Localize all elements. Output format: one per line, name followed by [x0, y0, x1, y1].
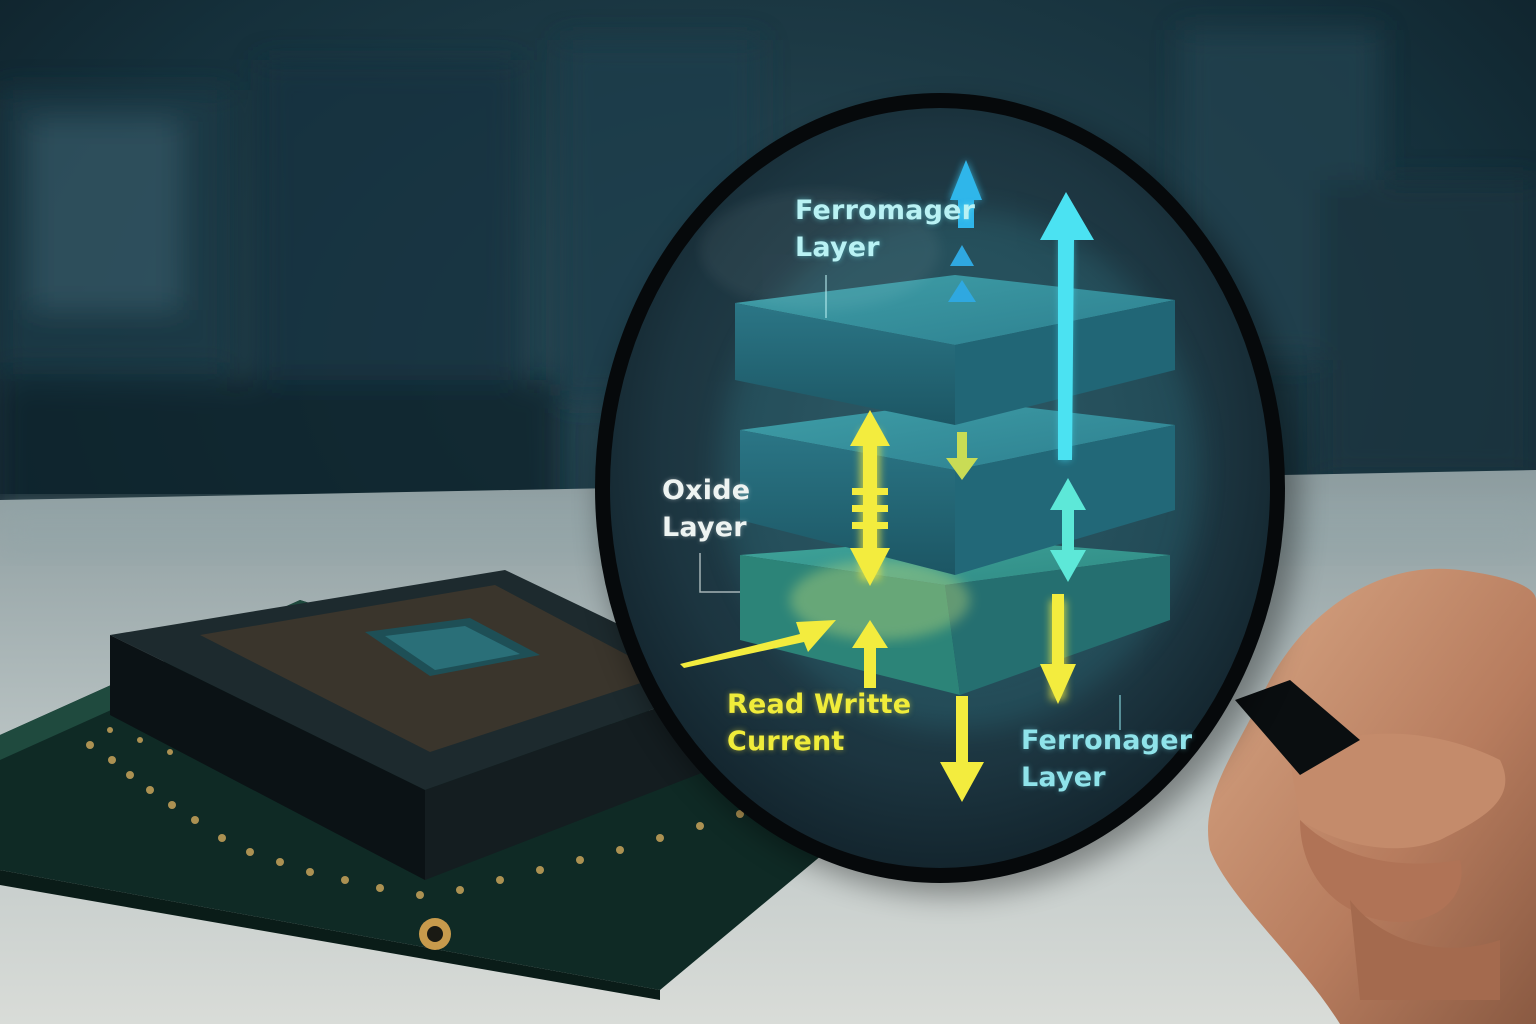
magnifier-handle — [1235, 680, 1360, 775]
label-top-line1: Ferromager — [795, 195, 976, 226]
arrow-down-large — [940, 696, 984, 802]
label-bottom-ferromagnet-layer: Ferronager Layer — [1021, 722, 1192, 796]
arrow-up-faint-3 — [948, 280, 976, 302]
arrow-up-faint-2 — [950, 245, 974, 266]
leader-line-oxide — [699, 553, 740, 593]
arrow-down-small — [946, 432, 978, 480]
label-bottom-line1: Ferronager — [1021, 725, 1193, 756]
arrow-up-main — [1040, 192, 1094, 460]
label-current-line1: Read Writte — [727, 689, 912, 720]
arrow-double-yellow-right — [1040, 594, 1076, 704]
yellow-arrows — [680, 410, 1076, 802]
label-read-write-current: Read Writte Current — [727, 686, 911, 760]
arrow-double-yellow — [850, 410, 890, 586]
arrow-double-cyan — [1050, 478, 1086, 582]
arrow-up-faint-1 — [950, 160, 982, 228]
label-oxide-line1: Oxide — [662, 475, 751, 506]
label-oxide-layer: Oxide Layer — [662, 472, 750, 546]
arrow-up-current — [852, 620, 888, 688]
label-top-ferromagnet-layer: Ferromager Layer — [795, 192, 975, 266]
label-oxide-line2: Layer — [662, 512, 747, 543]
label-bottom-line2: Layer — [1021, 762, 1106, 793]
label-top-line2: Layer — [795, 232, 880, 263]
arrow-current-in — [680, 620, 836, 668]
processor-chip — [110, 570, 735, 880]
label-current-line2: Current — [727, 726, 845, 757]
cyan-arrows — [948, 160, 1094, 582]
